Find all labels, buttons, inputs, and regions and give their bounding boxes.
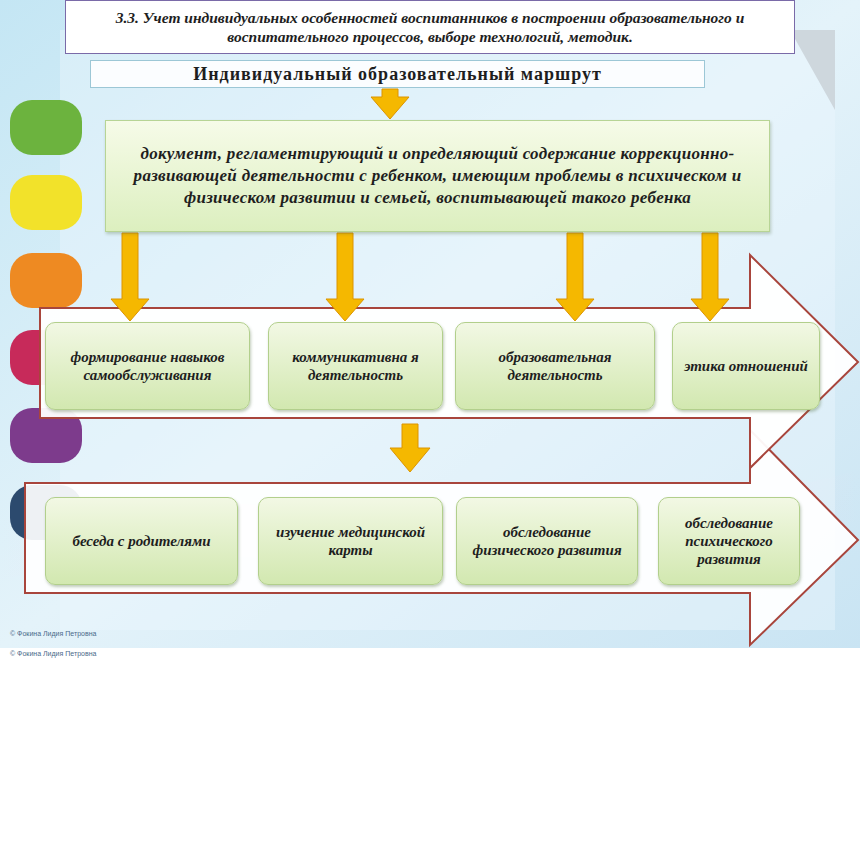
block-arrow [111,233,149,321]
process-box: образовательная деятельность [455,322,655,410]
definition-box: документ, регламентирующий и определяющи… [105,120,770,232]
block-arrow [556,233,594,321]
node-text: этика отношений [684,357,808,375]
copyright-note: © Фокина Лидия Петровна [10,630,96,637]
copyright-note: © Фокина Лидия Петровна [10,650,96,657]
process-box: обследование физического развития [456,497,638,585]
panel-ground [0,0,860,648]
node-text: формирование навыков самообслуживания [54,348,241,384]
node-text: Индивидуальный образовательный маршрут [193,64,602,85]
process-box: формирование навыков самообслуживания [45,322,250,410]
block-arrow [390,424,430,472]
block-arrow [326,233,364,321]
title-text: 3.3. Учет индивидуальных особенностей во… [76,8,784,47]
node-text: беседа с родителями [72,532,210,550]
block-arrow [691,233,729,321]
side-tab [10,100,82,155]
arrow-band [25,430,858,645]
arrow-band [40,255,858,468]
process-box: изучение медицинской карты [258,497,443,585]
process-box: этика отношений [672,322,820,410]
side-tab [10,175,82,230]
page-curl [790,30,835,110]
node-text: образовательная деятельность [464,348,646,384]
node-text: обследование физического развития [465,523,629,559]
node-text: коммуникативна я деятельность [277,348,434,384]
node-text: обследование психического развития [667,514,791,568]
process-box: обследование психического развития [658,497,800,585]
process-box: беседа с родителями [45,497,238,585]
side-tab [10,253,82,308]
node-text: изучение медицинской карты [267,523,434,559]
process-box: коммуникативна я деятельность [268,322,443,410]
heading-box: Индивидуальный образовательный маршрут [90,60,705,88]
block-arrow [371,89,409,119]
title-box: 3.3. Учет индивидуальных особенностей во… [65,0,795,54]
node-text: документ, регламентирующий и определяющи… [120,143,755,209]
